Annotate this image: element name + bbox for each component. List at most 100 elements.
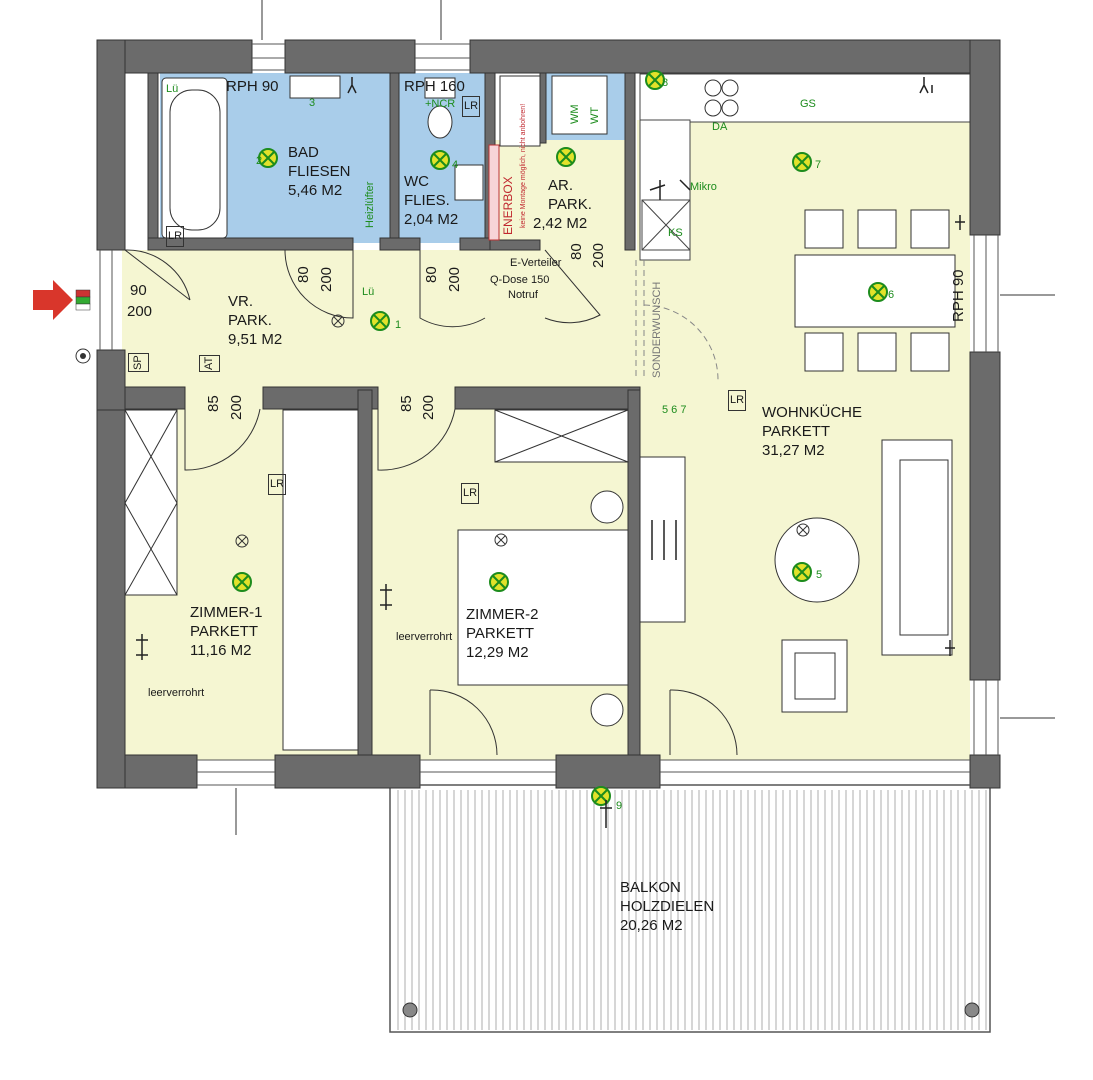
room-name: WOHNKÜCHE	[762, 404, 862, 421]
kitchen-counter	[639, 73, 971, 123]
sp-badge: SP	[128, 353, 149, 372]
zimmer1-wardrobe	[124, 409, 178, 596]
door-dim-entry-width: 90	[130, 282, 147, 299]
room-area: 5,46 M2	[288, 182, 343, 199]
nightstand	[590, 693, 624, 727]
windows	[99, 43, 999, 786]
door-dim-bad-width: 80	[295, 266, 312, 283]
door-dim-wc-height: 200	[446, 266, 463, 292]
nightstand	[590, 490, 624, 524]
lr-badge: LR	[166, 226, 185, 247]
door-dim-z2-height: 200	[420, 394, 437, 420]
room-floor: PARKETT	[762, 423, 831, 440]
room-area: 2,04 M2	[404, 211, 459, 228]
lr-badge: LR	[462, 96, 481, 117]
room-floor: PARKETT	[466, 625, 535, 642]
light-number: 7	[815, 159, 822, 171]
coffee-table	[774, 517, 860, 603]
room-area: 2,42 M2	[533, 215, 588, 232]
balcony-post-icon	[402, 1002, 418, 1018]
kitchen-counter-side	[639, 119, 691, 261]
door-dim-bad-height: 200	[318, 266, 335, 292]
light-number: 6	[888, 289, 895, 301]
ar-shelf	[499, 75, 541, 147]
door-dim-z1-width: 85	[205, 395, 222, 412]
door-dim-ar-height: 200	[590, 242, 607, 268]
wall-z2-wohn	[627, 389, 641, 756]
sofa	[881, 439, 953, 656]
door-dim-wc-width: 80	[423, 266, 440, 283]
ceiling-light-cross	[594, 789, 608, 803]
door-dim-z2-width: 85	[398, 395, 415, 412]
light-number: 2	[256, 155, 263, 167]
wall-left-mid	[96, 349, 126, 411]
wall-top-mid	[284, 39, 416, 74]
door-swings	[124, 249, 738, 756]
ceiling-light-cross	[795, 565, 809, 579]
enerbox-note: keine Montage möglich, nicht anbohren!	[520, 103, 527, 228]
room-name: ZIMMER-1	[190, 604, 263, 621]
da-label: DA	[712, 121, 728, 133]
lr-badge: LR	[728, 390, 747, 411]
room-vr-label: VR. PARK. 9,51 M2	[228, 292, 282, 349]
wall-right-mid	[969, 351, 1001, 681]
room-area: 20,26 M2	[620, 917, 683, 934]
wall-left-bottom	[96, 409, 126, 789]
lueftung-label: Lü	[362, 286, 375, 298]
entry-arrow-icon	[33, 280, 73, 320]
wall-right-top	[969, 39, 1001, 236]
wall-ar-bottom	[489, 239, 541, 251]
ceiling-light-cross	[235, 575, 249, 589]
axis-lines	[235, 0, 1055, 835]
wall-ar-inner	[539, 72, 547, 144]
leerverrohrt-z2-label: leerverrohrt	[396, 631, 453, 643]
wm-label: WM	[569, 104, 581, 124]
ncr-label: +NCR	[425, 98, 456, 110]
room-floor: PARK.	[548, 196, 592, 213]
room-bad-label: BAD FLIESEN 5,46 M2	[288, 143, 351, 200]
wall-wc-bottom	[459, 237, 491, 251]
wt-label: WT	[589, 106, 601, 124]
ceiling-light-cross	[648, 73, 662, 87]
heizluefter-label: Heizlüfter	[364, 181, 376, 228]
ceiling-light-cross	[433, 153, 447, 167]
bathtub	[161, 77, 228, 239]
door-dim-entry-height: 200	[127, 303, 153, 320]
room-name: ZIMMER-2	[466, 606, 539, 623]
room-area: 12,29 M2	[466, 644, 529, 661]
sonderwunsch-wall	[635, 260, 719, 381]
wall-bad-wc-bottom	[379, 237, 421, 251]
room-name: BAD	[288, 144, 319, 161]
wall-bottom-2	[274, 754, 421, 789]
q-dose-label: Q-Dose 150	[490, 274, 550, 286]
room-wc-label: WC FLIES. 2,04 M2	[404, 172, 458, 229]
room-area: 11,16 M2	[190, 642, 252, 659]
balcony-boards	[397, 790, 987, 1030]
bad-sink	[289, 75, 341, 99]
room-floor: FLIES.	[404, 192, 450, 209]
e-verteiler-label: E-Verteiler	[510, 257, 562, 269]
room-name: AR.	[548, 177, 574, 194]
ceiling-light-cross	[261, 151, 275, 165]
enerbox-box	[488, 144, 500, 241]
wall-bottom-3	[555, 754, 661, 789]
intercom-icon	[75, 348, 91, 364]
door-dim-z1-height: 200	[228, 394, 245, 420]
room-floor: PARK.	[228, 312, 272, 329]
room-floor: FLIESEN	[288, 163, 351, 180]
ceiling-outlets	[235, 314, 810, 548]
room-wohnkueche-label: WOHNKÜCHE PARKETT 31,27 M2	[762, 403, 862, 460]
window-label-bad: RPH 90	[226, 78, 279, 95]
window-label-wc: RPH 160	[404, 78, 465, 95]
wall-bottom-1	[124, 754, 198, 789]
armchair	[781, 639, 848, 713]
mikro-label: Mikro	[690, 181, 717, 193]
room-ar-label: AR. PARK. 2,42 M2	[533, 176, 592, 233]
wall-right-bottom	[969, 754, 1001, 789]
room-floor: HOLZDIELEN	[620, 898, 715, 915]
room-floor: PARKETT	[190, 623, 259, 640]
light-number: 3	[309, 97, 316, 109]
light-number: 1	[395, 319, 402, 331]
